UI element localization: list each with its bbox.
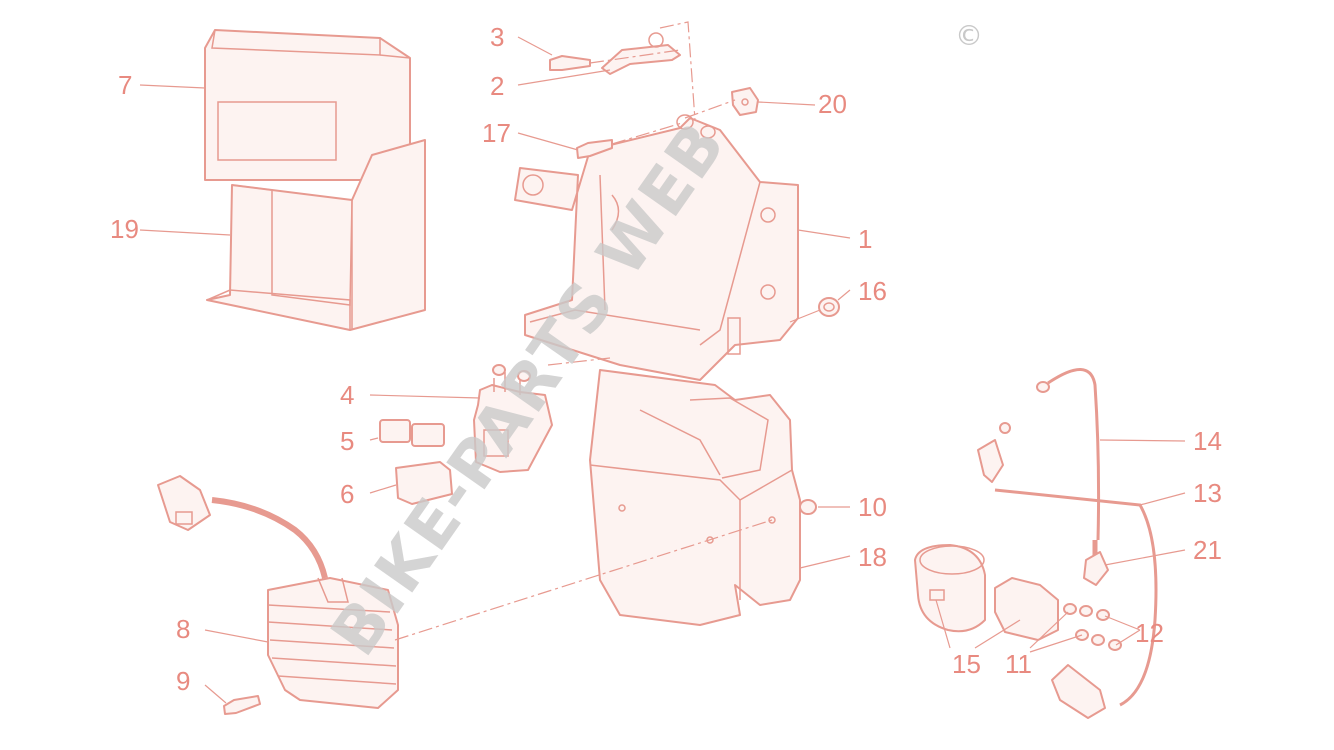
callout-7: 7 <box>118 70 132 100</box>
voltage-regulator <box>157 475 399 709</box>
support-bracket <box>514 114 799 381</box>
callout-10: 10 <box>858 492 887 522</box>
callout-9: 9 <box>176 666 190 696</box>
callout-13: 13 <box>1193 478 1222 508</box>
callout-labels: 1 2 3 4 5 6 7 8 9 10 11 12 13 14 15 16 1… <box>110 22 1222 696</box>
callout-5: 5 <box>340 426 354 456</box>
lower-plate <box>589 369 801 626</box>
callout-17: 17 <box>482 118 511 148</box>
screw-3 <box>549 55 591 71</box>
callout-3: 3 <box>490 22 504 52</box>
relay-nuts <box>1063 603 1122 651</box>
screw-17 <box>576 139 613 159</box>
grommet <box>818 297 840 317</box>
starter-relay <box>914 544 1059 641</box>
callout-4: 4 <box>340 380 354 410</box>
cables <box>977 368 1158 719</box>
screw-9 <box>223 695 261 715</box>
leader-lines <box>139 36 1186 704</box>
callout-8: 8 <box>176 614 190 644</box>
nut-10 <box>799 499 817 515</box>
callout-2: 2 <box>490 71 504 101</box>
callout-20: 20 <box>818 89 847 119</box>
callout-18: 18 <box>858 542 887 572</box>
callout-11: 11 <box>1005 649 1032 679</box>
clip <box>601 32 681 75</box>
callout-1: 1 <box>858 224 872 254</box>
battery <box>204 29 411 181</box>
callout-12: 12 <box>1135 618 1164 648</box>
callout-14: 14 <box>1193 426 1222 456</box>
assembly-lines <box>394 21 773 641</box>
callout-21: 21 <box>1193 535 1222 565</box>
watermark-copyright: © <box>955 19 983 52</box>
relays <box>379 419 445 447</box>
speed-nut <box>731 87 759 116</box>
callout-15: 15 <box>952 649 981 679</box>
callout-6: 6 <box>340 479 354 509</box>
fuse-cover <box>395 461 453 505</box>
relay-holder <box>473 364 553 473</box>
battery-holder <box>206 139 426 331</box>
callout-16: 16 <box>858 276 887 306</box>
callout-19: 19 <box>110 214 139 244</box>
